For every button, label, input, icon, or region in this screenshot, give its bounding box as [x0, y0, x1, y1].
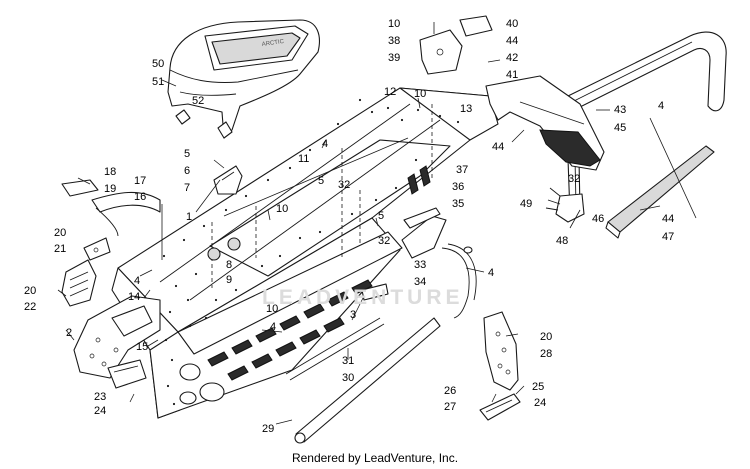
callout-44: 44 [492, 141, 504, 153]
side-rail-46-47 [605, 145, 715, 239]
callout-3: 3 [350, 309, 356, 321]
callout-50: 50 [152, 58, 164, 70]
callout-37: 37 [456, 164, 468, 176]
bracket-18 [61, 179, 99, 197]
callout-12: 12 [384, 86, 396, 98]
callout-41: 41 [506, 69, 518, 81]
running-board-extension [483, 311, 519, 391]
callout-4: 4 [488, 267, 494, 279]
mount-bracket-21 [83, 237, 111, 261]
callout-2: 2 [66, 327, 72, 339]
callout-46: 46 [592, 213, 604, 225]
leader-lines [57, 22, 697, 425]
callout-48: 48 [556, 235, 568, 247]
callout-24: 24 [534, 397, 546, 409]
callout-10: 10 [276, 203, 288, 215]
callout-10: 10 [414, 88, 426, 100]
callout-10: 10 [388, 18, 400, 30]
callout-44: 44 [506, 35, 518, 47]
callout-33: 33 [414, 259, 426, 271]
callout-5: 5 [184, 148, 190, 160]
svg-text:ARCTIC: ARCTIC [261, 39, 285, 48]
callout-42: 42 [506, 52, 518, 64]
seat-part: ARCTIC [167, 19, 320, 139]
vent-grille [61, 259, 97, 307]
skid-pad-23 [107, 359, 147, 389]
callout-32: 32 [338, 179, 350, 191]
render-credit: Rendered by LeadVenture, Inc. [291, 451, 459, 465]
callout-28: 28 [540, 348, 552, 360]
callout-22: 22 [24, 301, 36, 313]
callout-20: 20 [540, 331, 552, 343]
callout-11: 11 [298, 153, 309, 165]
callout-4: 4 [322, 138, 328, 150]
callout-6: 6 [184, 165, 190, 177]
callout-34: 34 [414, 276, 426, 288]
callout-17: 17 [134, 175, 146, 187]
callout-36: 36 [452, 181, 464, 193]
callout-45: 45 [614, 122, 626, 134]
callout-8: 8 [226, 259, 232, 271]
callout-20: 20 [24, 285, 36, 297]
grommets-8-9 [207, 237, 241, 261]
callout-labels: 50 51 52 10 38 39 40 44 42 41 12 10 13 4… [24, 18, 674, 435]
callout-23: 23 [94, 391, 106, 403]
taillight-bracket [419, 15, 493, 75]
callout-32: 32 [378, 235, 390, 247]
rivet-holes [162, 98, 460, 406]
callout-16: 16 [134, 191, 146, 203]
seat-bracket-52 [175, 109, 233, 139]
axle-tube-29 [294, 317, 441, 444]
callout-9: 9 [226, 274, 232, 286]
callout-5: 5 [378, 210, 384, 222]
callout-24: 24 [94, 405, 106, 417]
callout-26: 26 [444, 385, 456, 397]
footrest-pad-26-27 [479, 393, 521, 421]
callout-20: 20 [54, 227, 66, 239]
callout-5: 5 [318, 175, 324, 187]
callout-15: 15 [136, 341, 148, 353]
callout-13: 13 [460, 103, 472, 115]
running-board-vents [207, 279, 373, 381]
bracket-37 [403, 207, 441, 229]
callout-27: 27 [444, 401, 456, 413]
watermark-text: LEADVENTURE [262, 286, 464, 309]
snow-flap [485, 75, 605, 171]
callout-32: 32 [568, 173, 580, 185]
callout-38: 38 [388, 35, 400, 47]
callout-18: 18 [104, 166, 116, 178]
callout-35: 35 [452, 198, 464, 210]
callout-44: 44 [662, 213, 674, 225]
bracket-6-7 [213, 165, 243, 195]
callout-39: 39 [388, 52, 400, 64]
callout-43: 43 [614, 104, 626, 116]
callout-19: 19 [104, 183, 116, 195]
callout-51: 51 [152, 76, 164, 88]
callout-1: 1 [186, 211, 192, 223]
callout-10: 10 [266, 303, 278, 315]
grab-handle-16-17 [91, 191, 161, 237]
callout-49: 49 [520, 198, 532, 210]
callout-4: 4 [658, 100, 664, 112]
callout-25: 25 [532, 381, 544, 393]
callout-52: 52 [192, 95, 204, 107]
callout-29: 29 [262, 423, 274, 435]
callout-40: 40 [506, 18, 518, 30]
callout-31: 31 [342, 355, 354, 367]
callout-47: 47 [662, 231, 674, 243]
callout-14: 14 [128, 291, 140, 303]
callout-21: 21 [54, 243, 66, 255]
callout-30: 30 [342, 372, 354, 384]
tunnel-assembly [111, 87, 499, 419]
callout-4: 4 [134, 275, 140, 287]
callout-7: 7 [184, 182, 190, 194]
tunnel-rear-stripes [407, 165, 431, 195]
front-bracket-2 [73, 295, 161, 379]
callout-4: 4 [270, 321, 276, 333]
